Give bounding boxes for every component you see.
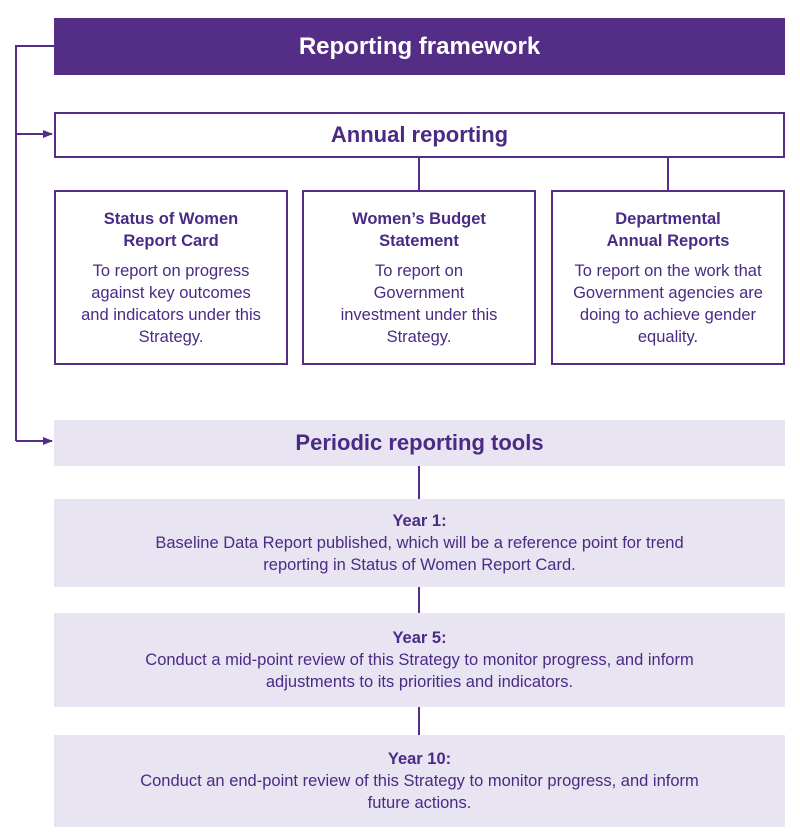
card-title: Departmental Annual Reports — [606, 210, 730, 250]
card-departmental-reports: Departmental Annual Reports To report on… — [551, 190, 785, 365]
card-description: To report on progress against key outcom… — [81, 262, 261, 346]
annual-title: Annual reporting — [330, 122, 509, 147]
year-text: Conduct an end-point review of this Stra… — [140, 772, 699, 812]
bracket-line — [15, 45, 54, 441]
card-status-of-women: Status of Women Report Card To report on… — [54, 190, 288, 365]
card-description: To report on the work that Government ag… — [573, 262, 763, 346]
year-1-box: Year 1: Baseline Data Report published, … — [54, 499, 785, 587]
year-text: Conduct a mid-point review of this Strat… — [145, 651, 694, 691]
card-description: To report on Government investment under… — [340, 262, 498, 346]
year-10-box: Year 10: Conduct an end-point review of … — [54, 735, 785, 827]
year-label: Year 10: — [387, 750, 452, 768]
year-5-box: Year 5: Conduct a mid-point review of th… — [54, 613, 785, 707]
card-title: Status of Women Report Card — [103, 210, 239, 250]
periodic-reporting-box: Periodic reporting tools — [54, 420, 785, 466]
reporting-framework-header: Reporting framework — [54, 18, 785, 75]
periodic-title: Periodic reporting tools — [295, 430, 544, 455]
year-label: Year 5: — [392, 629, 447, 647]
annual-reporting-box: Annual reporting — [54, 112, 785, 158]
year-text: Baseline Data Report published, which wi… — [155, 534, 684, 574]
year-label: Year 1: — [392, 512, 447, 530]
card-title: Women’s Budget Statement — [352, 210, 486, 250]
card-womens-budget: Women’s Budget Statement To report on Go… — [302, 190, 536, 365]
header-title: Reporting framework — [298, 32, 541, 60]
